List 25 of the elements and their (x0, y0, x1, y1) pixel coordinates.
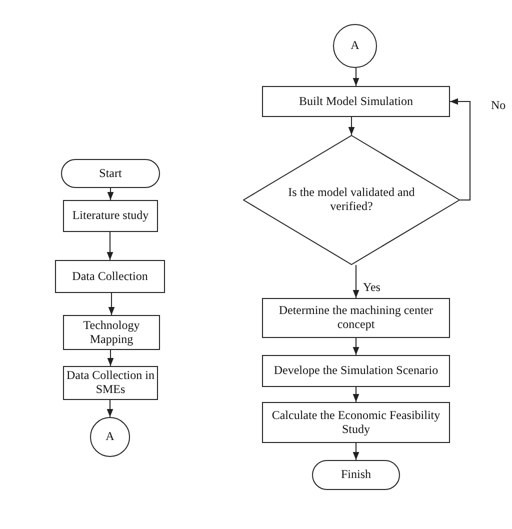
arrow (107, 188, 114, 200)
process-box: Built Model Simulation (262, 86, 450, 117)
arrow (106, 232, 114, 260)
process-box: Calculate the Economic Feasibility Study (262, 402, 450, 443)
process-box: Develope the Simulation Scenario (262, 355, 450, 387)
process-box: Determine the machining center concept (262, 298, 450, 338)
arrow (352, 68, 360, 86)
process-box: Technology Mapping (63, 315, 160, 350)
arrow (352, 264, 360, 298)
arrow (108, 292, 115, 316)
arrow (352, 338, 360, 356)
decision-text: Is the model validated and verified? (287, 186, 416, 214)
arrow (106, 400, 114, 418)
arrow (450, 98, 470, 200)
process-box: Data Collection in SMEs (63, 366, 158, 400)
connector-circle: A (333, 24, 377, 68)
arrow (107, 350, 114, 366)
arrow (348, 116, 355, 136)
terminal-shape: Start (61, 159, 160, 188)
process-box: Literature study (63, 200, 158, 232)
arrow (352, 442, 360, 460)
connector-circle: A (90, 417, 130, 457)
arrow (352, 386, 360, 402)
terminal-shape: Finish (312, 460, 400, 490)
process-box: Data Collection (55, 260, 165, 293)
